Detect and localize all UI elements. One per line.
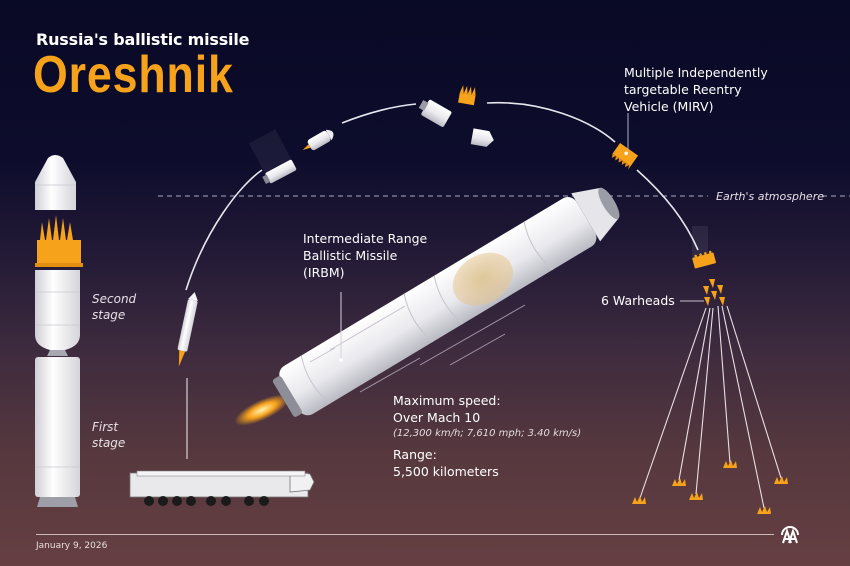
second-stage-label-line: Second <box>92 292 137 306</box>
warheads-label: 6 Warheads <box>601 293 675 308</box>
separated-stage-icon <box>418 99 452 127</box>
warhead-paths <box>639 305 782 509</box>
first-stage-label: First stage <box>92 419 125 451</box>
stage-breakdown-illustration <box>35 155 83 507</box>
irbm-label-line: (IRBM) <box>303 265 345 280</box>
speed-label: Maximum speed: <box>393 393 501 408</box>
mirv-bus-top-icon <box>458 85 476 106</box>
page-subtitle: Russia's ballistic missile <box>36 30 250 49</box>
second-stage-flight-icon <box>302 129 334 151</box>
ascending-missile-icon <box>177 292 198 367</box>
aa-logo-icon: AA <box>779 523 801 545</box>
mobile-launcher-truck-icon <box>129 470 315 506</box>
mirv-bus-descending-icon <box>692 250 716 269</box>
irbm-label-line: Ballistic Missile <box>303 248 398 263</box>
second-stage-label: Second stage <box>92 291 136 323</box>
speed-value: Over Mach 10 <box>393 410 481 425</box>
atmosphere-label: Earth's atmosphere <box>716 190 824 203</box>
mirv-label-line: Multiple Independently <box>624 65 768 80</box>
irbm-label: Intermediate Range Ballistic Missile (IR… <box>303 230 427 281</box>
mirv-icon <box>611 142 639 170</box>
page-title: Oreshnik <box>33 46 234 104</box>
mirv-label-line: Vehicle (MIRV) <box>624 99 714 114</box>
first-stage-label-line: First <box>92 420 119 434</box>
irbm-missile-illustration <box>234 187 620 426</box>
nose-cone-fairing-icon <box>470 128 494 147</box>
warhead-bus-icon <box>35 215 83 267</box>
impact-icons <box>632 460 788 514</box>
range-label: Range: <box>393 447 437 462</box>
specs-panel: Maximum speed: Over Mach 10 (12,300 km/h… <box>393 392 581 480</box>
mirv-label-line: targetable Reentry <box>624 82 742 97</box>
mirv-label: Multiple Independently targetable Reentr… <box>624 64 768 115</box>
first-stage-label-line: stage <box>92 436 126 450</box>
irbm-label-line: Intermediate Range <box>303 231 428 246</box>
footer-divider <box>36 534 774 535</box>
range-value: 5,500 kilometers <box>393 464 499 479</box>
publish-date: January 9, 2026 <box>36 541 108 551</box>
jettisoned-first-stage-icon <box>248 129 297 184</box>
second-stage-label-line: stage <box>92 308 126 322</box>
speed-detail: (12,300 km/h; 7,610 mph; 3.40 km/s) <box>393 428 582 439</box>
warheads-icon <box>703 279 725 306</box>
